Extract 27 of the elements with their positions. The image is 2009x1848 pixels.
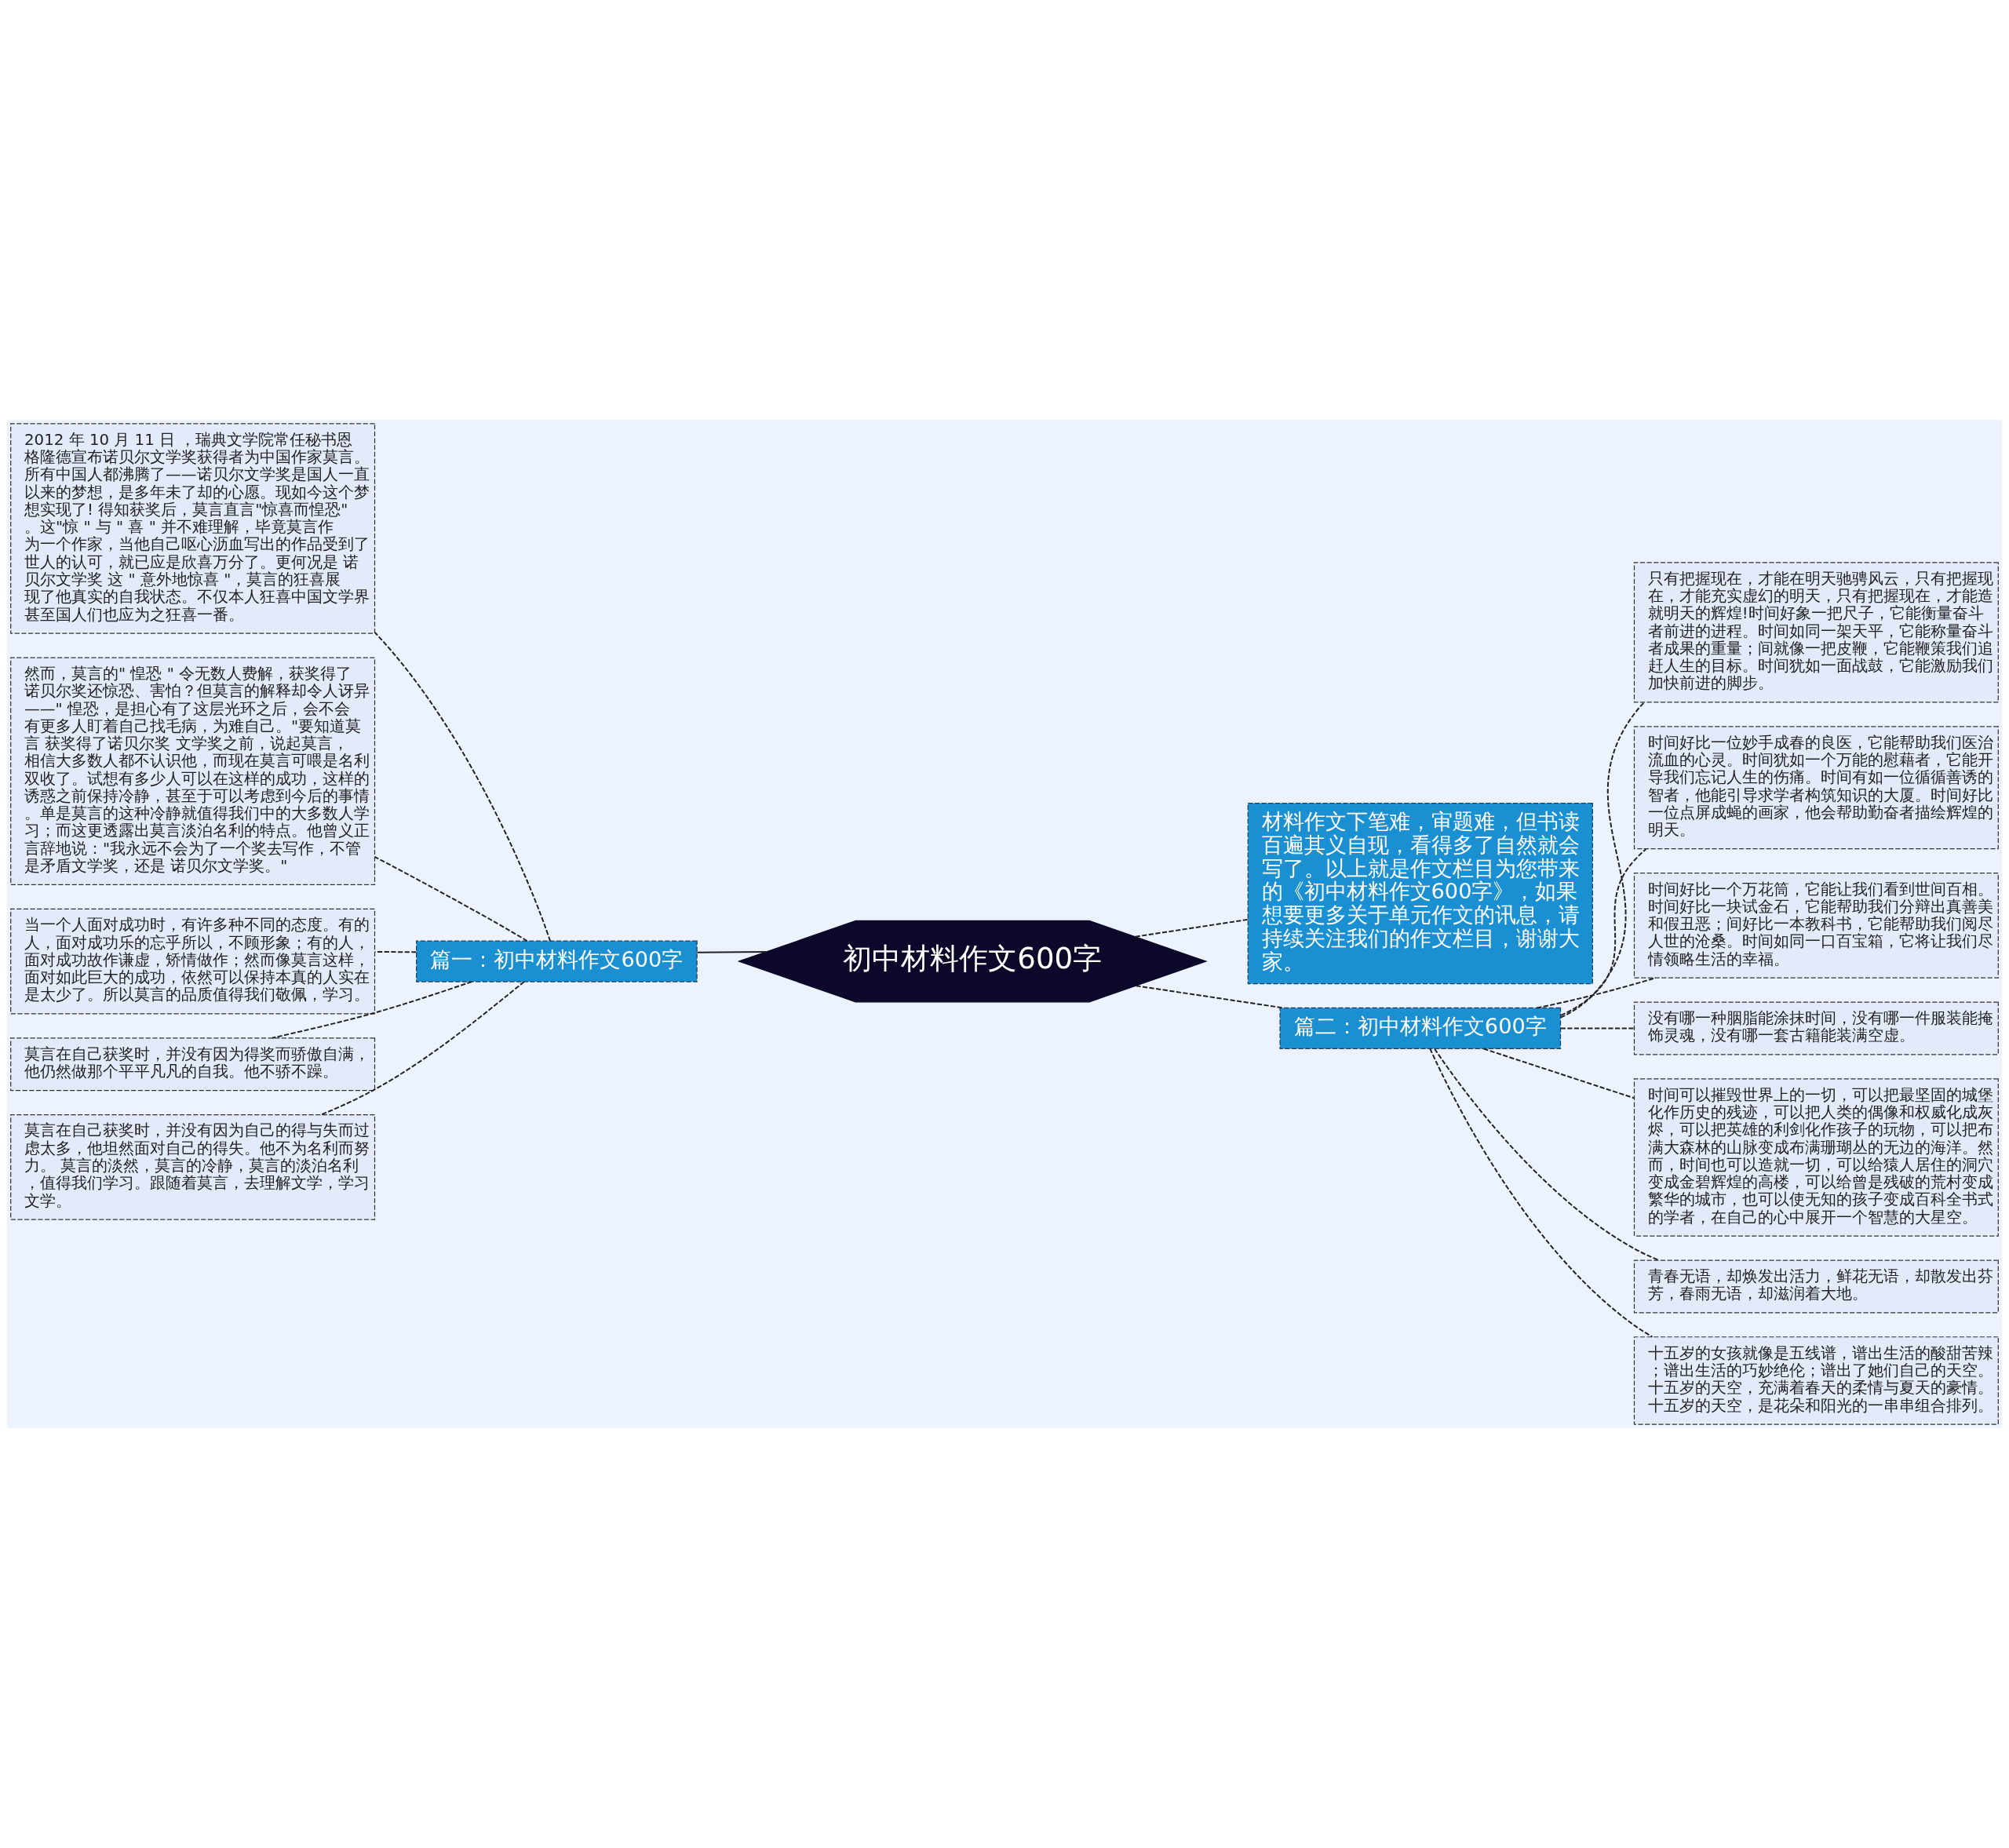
node-box: 莫言在自己获奖时，并没有因为自己的得与失而过虑太多，他坦然面对自己的得失。他不为名利而努力。 莫言的淡然，莫言的冷静，莫言的淡泊名利，值得我们学习。跟随着莫言，去理解文学，学习文学。 <box>10 1114 376 1220</box>
node-box: 只有把握现在，才能在明天驰骋风云，只有把握现在，才能充实虚幻的明天，只有把握现在，才能造就明天的辉煌!时间好象一把尺子，它能衡量奋斗者前进的进程。时间如同一架天平，它能称量奋斗者成果的重量；间就像一把皮鞭，它能鞭策我们追赶人生的目标。时间犹如一面战鼓，它能激励我们加快前进的脚步。 <box>1633 562 1999 703</box>
connector <box>374 632 551 942</box>
node-box: 材料作文下笔难，审题难，但书读百遍其义自现，看得多了自然就会写了。以上就是作文栏目为您带来的《初中材料作文600字》，如果想要更多关于单元作文的讯息，请持续关注我们的作文栏目，谢谢大家。 <box>1247 802 1593 985</box>
node-box: 篇一：初中材料作文600字 <box>416 940 698 982</box>
connector <box>1482 1048 1635 1099</box>
connector <box>374 856 528 942</box>
connector <box>1559 848 1647 1016</box>
node-box: 没有哪一种胭脂能涂抹时间，没有哪一件服装能掩饰灵魂，没有哪一套古籍能装满空虚。 <box>1633 1001 1999 1055</box>
connector <box>1434 1048 1661 1261</box>
node-box: 时间可以摧毁世界上的一切，可以把最坚固的城堡化作历史的残迹，可以把人类的偶像和权威化成灰烬，可以把英雄的利剑化作孩子的玩物，可以把布满大森林的山脉变成布满珊瑚丛的无边的海洋。然而，时间也可以造就一切，可以给猿人居住的洞穴变成金碧辉煌的高楼，可以给曾是残破的荒村变成繁华的城市，也可以使无知的孩子变成百科全书式的学者，在自己的心中展开一个智慧的大星空。 <box>1633 1078 1999 1237</box>
connector <box>1134 918 1249 938</box>
connector <box>1559 1027 1635 1030</box>
node-box: 十五岁的女孩就像是五线谱，谱出生活的酸甜苦辣；谱出生活的巧妙绝伦；谱出了她们自己的天空。十五岁的天空，充满着春天的柔情与夏天的豪情。十五岁的天空，是花朵和阳光的一串串组合排列。 <box>1633 1336 1999 1425</box>
node-box: 篇二：初中材料作文600字 <box>1279 1007 1562 1050</box>
node-box: 时间好比一个万花筒，它能让我们看到世间百相。时间好比一块试金石，它能帮助我们分辩出真善美和假丑恶；间好比一本教科书，它能帮助我们阅尽人世的沧桑。时间如同一口百宝箱，它将让我们尽情领略生活的幸福。 <box>1633 872 1999 979</box>
connector <box>1135 985 1285 1009</box>
connector <box>696 951 768 953</box>
connector <box>1559 702 1645 1019</box>
node-box: 时间好比一位妙手成春的良医，它能帮助我们医治流血的心灵。时间犹如一个万能的慰藉者，它能开导我们忘记人生的伤痛。时间有如一位循循善诱的智者，他能引导求学者构筑知识的大厦。时间好比一位点屏成蝇的画家，他会帮助勤奋者描绘辉煌的明天。 <box>1633 726 1999 850</box>
connector <box>1536 977 1657 1009</box>
node-box: 当一个人面对成功时，有许多种不同的态度。有的人，面对成功乐的忘乎所以，不顾形象；有的人，面对成功故作谦虚，矫情做作；然而像莫言这样，面对如此巨大的成功，依然可以保持本真的人实在是太少了。所以莫言的品质值得我们敬佩，学习。 <box>10 908 376 1015</box>
node-box: 青春无语，却焕发出活力，鲜花无语，却散发出芬芳，春雨无语，却滋润着大地。 <box>1633 1259 1999 1314</box>
node-box: 莫言在自己获奖时，并没有因为得奖而骄傲自满，他仍然做那个平平凡凡的自我。他不骄不躁。 <box>10 1037 376 1092</box>
connector <box>1429 1048 1654 1338</box>
node-box: 2012 年 10 月 11 日 ，瑞典文学院常任秘书恩格隆德宣布诺贝尔文学奖获得者为中国作家莫言。所有中国人都沸腾了——诺贝尔文学奖是国人一直以来的梦想，是多年未了却的心愿。现如今这个梦想实现了! 得知获奖后，莫言直言"惊喜而惶恐"。这"惊 " 与 " 喜 " 并不难理解，毕竟莫言作为一个作家，当他自己呕心沥血写出的作品受到了世人的认可，就已应是欣喜万分了。更何况是 诺贝尔文学奖 这 " 意外地惊喜 "，莫言的狂喜展现了他真实的自我状态。不仅本人狂喜中国文学界甚至国人们也应为之狂喜一番。 <box>10 423 376 634</box>
node-box: 然而，莫言的" 惶恐 " 令无数人费解，获奖得了诺贝尔奖还惊恐、害怕？但莫言的解释却令人讶异——" 惶恐，是担心有了这层光环之后，会不会有更多人盯着自己找毛病，为难自己。"要知道莫言 获奖得了诺贝尔奖 文学奖之前，说起莫言，相信大多数人都不认识他，而现在莫言可喂是名利双收了。试想有多少人可以在这样的成功，这样的诱惑之前保持冷静，甚至于可以考虑到今后的事情。单是莫言的这种冷静就值得我们中的大多数人学习；而这更透露出莫言淡泊名利的特点。他曾义正言辞地说："我永远不会为了一个奖去写作，不管是矛盾文学奖，还是 诺贝尔文学奖。" <box>10 657 376 886</box>
